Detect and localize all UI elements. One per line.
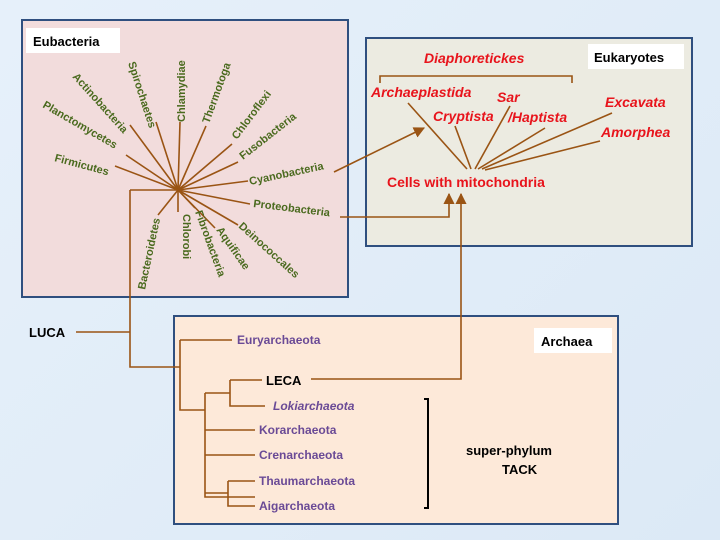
clade-archaeplastida: Archaeplastida — [370, 84, 472, 100]
leca-arrow — [311, 192, 467, 380]
root-trunk — [129, 190, 180, 368]
eukaryotes-label: Eukaryotes — [594, 50, 664, 65]
diaphoretickes-bracket — [379, 75, 573, 83]
phylum-chlamydiae: Chlamydiae — [176, 60, 188, 122]
phylum-crenarchaeota: Crenarchaeota — [259, 448, 343, 462]
eukaryotes-label-bg — [588, 44, 684, 69]
phylum-aigarchaeota: Aigarchaeota — [259, 499, 335, 513]
clade-amorphea: Amorphea — [600, 124, 670, 140]
eukaryotes-box — [365, 37, 693, 247]
archaea-label-bg — [534, 328, 612, 353]
tack-label-line2: TACK — [502, 462, 538, 477]
clade-sar: Sar — [497, 89, 521, 105]
tack-label-line1: super-phylum — [466, 443, 552, 458]
archaea-branches — [179, 339, 265, 507]
cyanobacteria-arrow — [333, 127, 426, 173]
cells-with-mitochondria: Cells with mitochondria — [387, 174, 545, 190]
eubacteria-label: Eubacteria — [33, 34, 100, 49]
phylum-korarchaeota: Korarchaeota — [259, 423, 337, 437]
proteobacteria-arrow — [340, 192, 455, 218]
eubacteria-branches — [114, 121, 251, 229]
leca-label: LECA — [266, 373, 302, 388]
tack-bracket — [424, 398, 429, 509]
clade-cryptista: Cryptista — [433, 108, 494, 124]
eukaryote-branches — [407, 102, 613, 171]
clade-haptista: /Haptista — [507, 109, 567, 125]
phylum-euryarchaeota: Euryarchaeota — [237, 333, 321, 347]
phylum-thaumarchaeota: Thaumarchaeota — [259, 474, 355, 488]
phylum-lokiarchaeota: Lokiarchaeota — [273, 399, 355, 413]
luca-label: LUCA — [29, 325, 66, 340]
archaea-label: Archaea — [541, 334, 593, 349]
clade-excavata: Excavata — [605, 94, 666, 110]
phylum-chlorobi: Chlorobi — [180, 214, 192, 259]
eubacteria-label-bg — [26, 28, 120, 53]
clade-diaphoretickes: Diaphoretickes — [424, 50, 525, 66]
eubacteria-box — [21, 19, 349, 298]
